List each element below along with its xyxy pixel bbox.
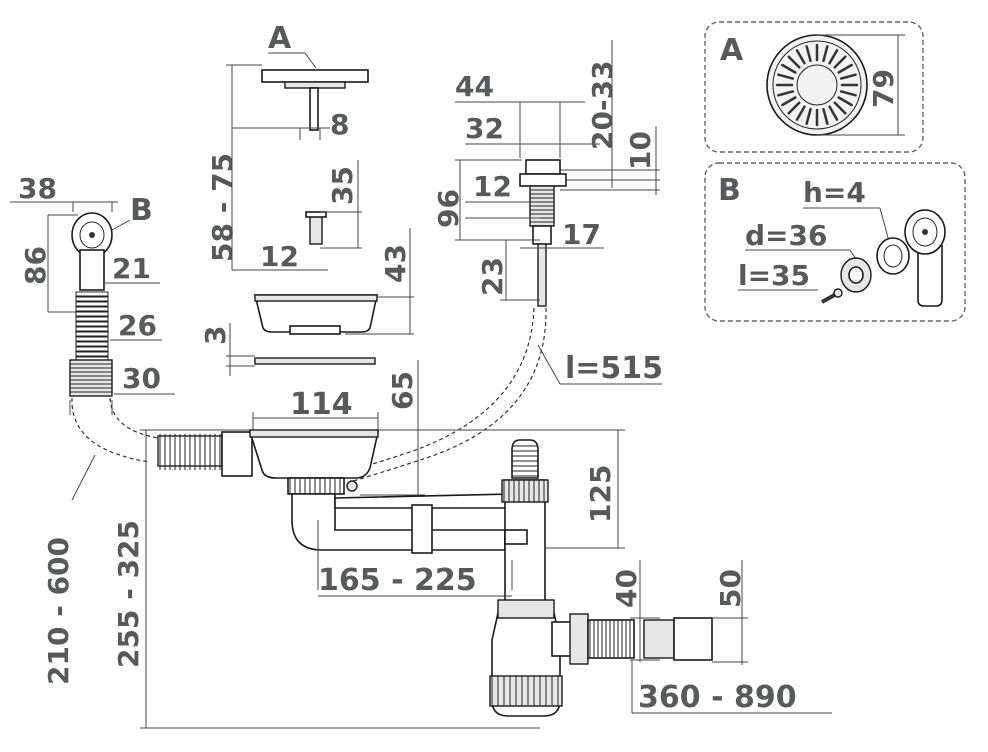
- dim-8: 8: [330, 108, 349, 141]
- inset-a-label: A: [720, 33, 744, 68]
- dim-23: 23: [476, 257, 509, 296]
- dim-210-600: 210 - 600: [42, 537, 75, 685]
- strainer-top-view: [766, 34, 868, 136]
- inset-b-label: B: [718, 173, 741, 208]
- inset-a-panel: A 79: [704, 21, 924, 153]
- dim-l35: l=35: [738, 259, 810, 292]
- dim-12-b: 12: [473, 170, 512, 203]
- dim-h4: h=4: [803, 176, 866, 209]
- dim-21: 21: [112, 252, 151, 285]
- dim-125: 125: [584, 465, 617, 523]
- dim-44: 44: [455, 70, 494, 103]
- overflow-elbow: [904, 209, 946, 307]
- part-b-label: B: [130, 193, 153, 228]
- drain-and-trap: 114 65: [157, 360, 832, 717]
- dim-43: 43: [379, 244, 412, 283]
- dim-86: 86: [19, 246, 52, 285]
- dim-79: 79: [867, 69, 900, 108]
- inset-b-panel: B h=4 d=36 l=35: [704, 162, 966, 322]
- inset-b-frame: [704, 162, 966, 322]
- dim-114: 114: [290, 387, 353, 422]
- dim-65: 65: [386, 371, 419, 410]
- dim-32: 32: [465, 112, 504, 145]
- dim-35: 35: [326, 166, 359, 205]
- dim-360-890: 360 - 890: [638, 680, 797, 715]
- overflow-assembly: 38 B 86 21 26 30: [10, 172, 175, 463]
- dim-10: 10: [624, 131, 657, 170]
- dim-255-325: 255 - 325: [112, 520, 145, 668]
- overflow-cover: [840, 257, 872, 293]
- dim-30: 30: [122, 362, 161, 395]
- dim-26: 26: [118, 309, 157, 342]
- dim-20-33: 20-33: [586, 60, 619, 150]
- dim-3: 3: [199, 326, 232, 345]
- dim-58-75: 58 - 75: [206, 153, 239, 262]
- dim-12-a: 12: [260, 240, 299, 273]
- dim-38: 38: [18, 172, 57, 205]
- dim-l515: l=515: [565, 351, 663, 386]
- dim-165-225: 165 - 225: [318, 563, 477, 598]
- dim-d36: d=36: [745, 219, 827, 252]
- screw: [821, 288, 843, 304]
- part-a-label: A: [268, 21, 292, 56]
- dim-17: 17: [562, 218, 601, 251]
- dim-40: 40: [610, 569, 643, 608]
- popup-cable-assembly: 44 32 20-33 10 96 12 17 23 l=515: [349, 40, 663, 483]
- gasket-ring: [876, 237, 910, 275]
- strainer-exploded: A 58 - 75 8 35 12 43 3: [199, 21, 414, 376]
